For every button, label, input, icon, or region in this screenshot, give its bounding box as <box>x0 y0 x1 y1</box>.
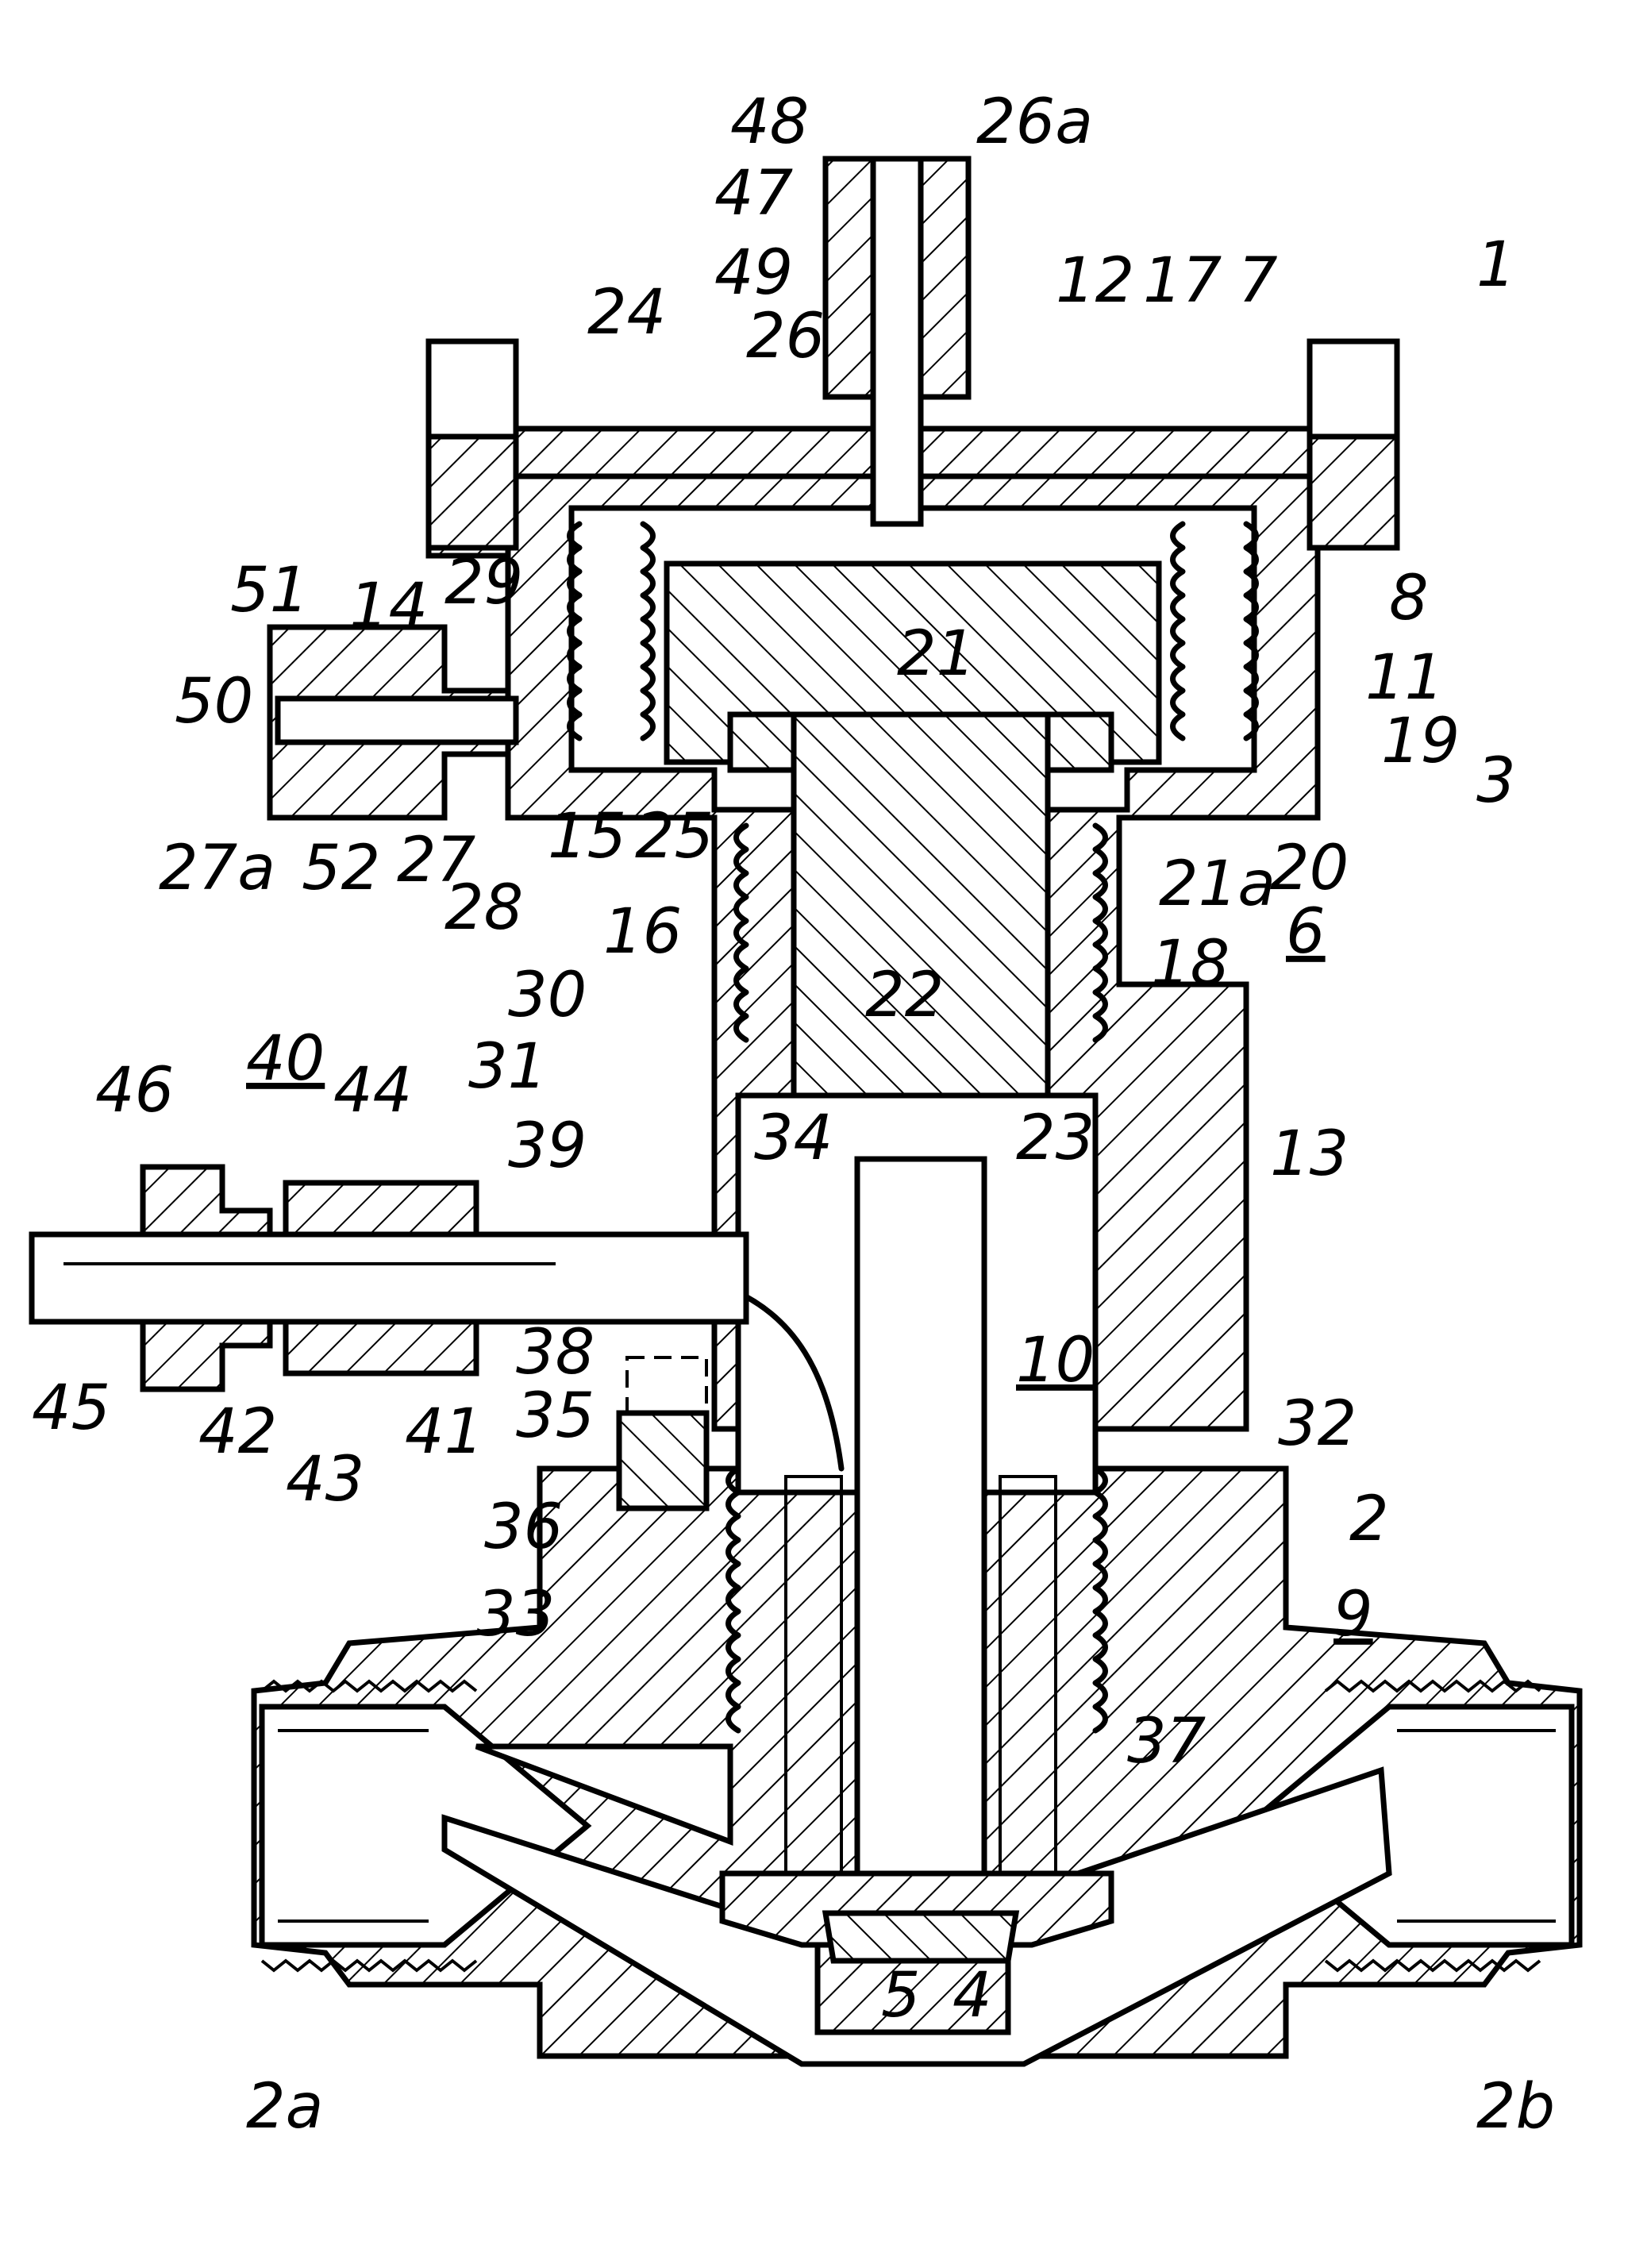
label-20: 20 <box>1270 833 1349 904</box>
label-2b: 2b <box>1476 2071 1555 2143</box>
label-36: 36 <box>484 1492 563 1563</box>
label-26: 26 <box>746 301 825 372</box>
label-1: 1 <box>1476 229 1516 301</box>
label-46: 46 <box>95 1055 174 1126</box>
label-49: 49 <box>714 237 793 309</box>
label-22: 22 <box>865 960 944 1031</box>
label-52: 52 <box>302 833 380 904</box>
label-2a: 2a <box>246 2071 323 2143</box>
label-9: 9 <box>1334 1579 1373 1650</box>
label-33: 33 <box>476 1579 555 1650</box>
label-16: 16 <box>603 896 682 968</box>
label-26a: 26a <box>976 87 1093 158</box>
label-29: 29 <box>444 547 523 618</box>
label-45: 45 <box>32 1373 110 1444</box>
label-2: 2 <box>1349 1484 1389 1555</box>
label-37: 37 <box>1127 1706 1206 1777</box>
label-39: 39 <box>508 1111 587 1182</box>
label-38: 38 <box>516 1317 595 1388</box>
label-18: 18 <box>1151 928 1230 999</box>
label-14: 14 <box>349 571 428 642</box>
label-19: 19 <box>1381 706 1460 777</box>
label-8: 8 <box>1389 563 1429 634</box>
label-5: 5 <box>881 1960 921 2031</box>
label-25: 25 <box>635 801 714 872</box>
label-47: 47 <box>714 158 793 229</box>
label-17: 17 <box>1143 245 1222 317</box>
label-51: 51 <box>230 555 309 626</box>
label-42: 42 <box>198 1396 277 1468</box>
label-21: 21 <box>897 618 976 690</box>
label-50: 50 <box>175 666 253 737</box>
label-44: 44 <box>333 1055 412 1126</box>
label-30: 30 <box>508 960 587 1031</box>
label-31: 31 <box>468 1031 547 1103</box>
label-21a: 21a <box>1159 849 1276 920</box>
label-48: 48 <box>730 87 809 158</box>
label-27a: 27a <box>159 833 275 904</box>
label-35: 35 <box>516 1380 595 1452</box>
label-28: 28 <box>444 872 523 944</box>
label-23: 23 <box>1016 1103 1095 1174</box>
label-7: 7 <box>1238 245 1278 317</box>
label-10: 10 <box>1016 1325 1095 1396</box>
label-32: 32 <box>1278 1388 1357 1460</box>
label-12: 12 <box>1056 245 1134 317</box>
label-15: 15 <box>548 801 626 872</box>
label-24: 24 <box>587 277 666 348</box>
label-13: 13 <box>1270 1119 1349 1190</box>
label-41: 41 <box>405 1396 483 1468</box>
label-43: 43 <box>286 1444 364 1515</box>
label-34: 34 <box>754 1103 833 1174</box>
label-11: 11 <box>1365 642 1444 714</box>
side-port-fitting <box>270 627 516 818</box>
label-4: 4 <box>952 1960 992 2031</box>
label-40: 40 <box>246 1023 325 1095</box>
label-3: 3 <box>1476 745 1516 817</box>
label-6: 6 <box>1286 896 1326 968</box>
